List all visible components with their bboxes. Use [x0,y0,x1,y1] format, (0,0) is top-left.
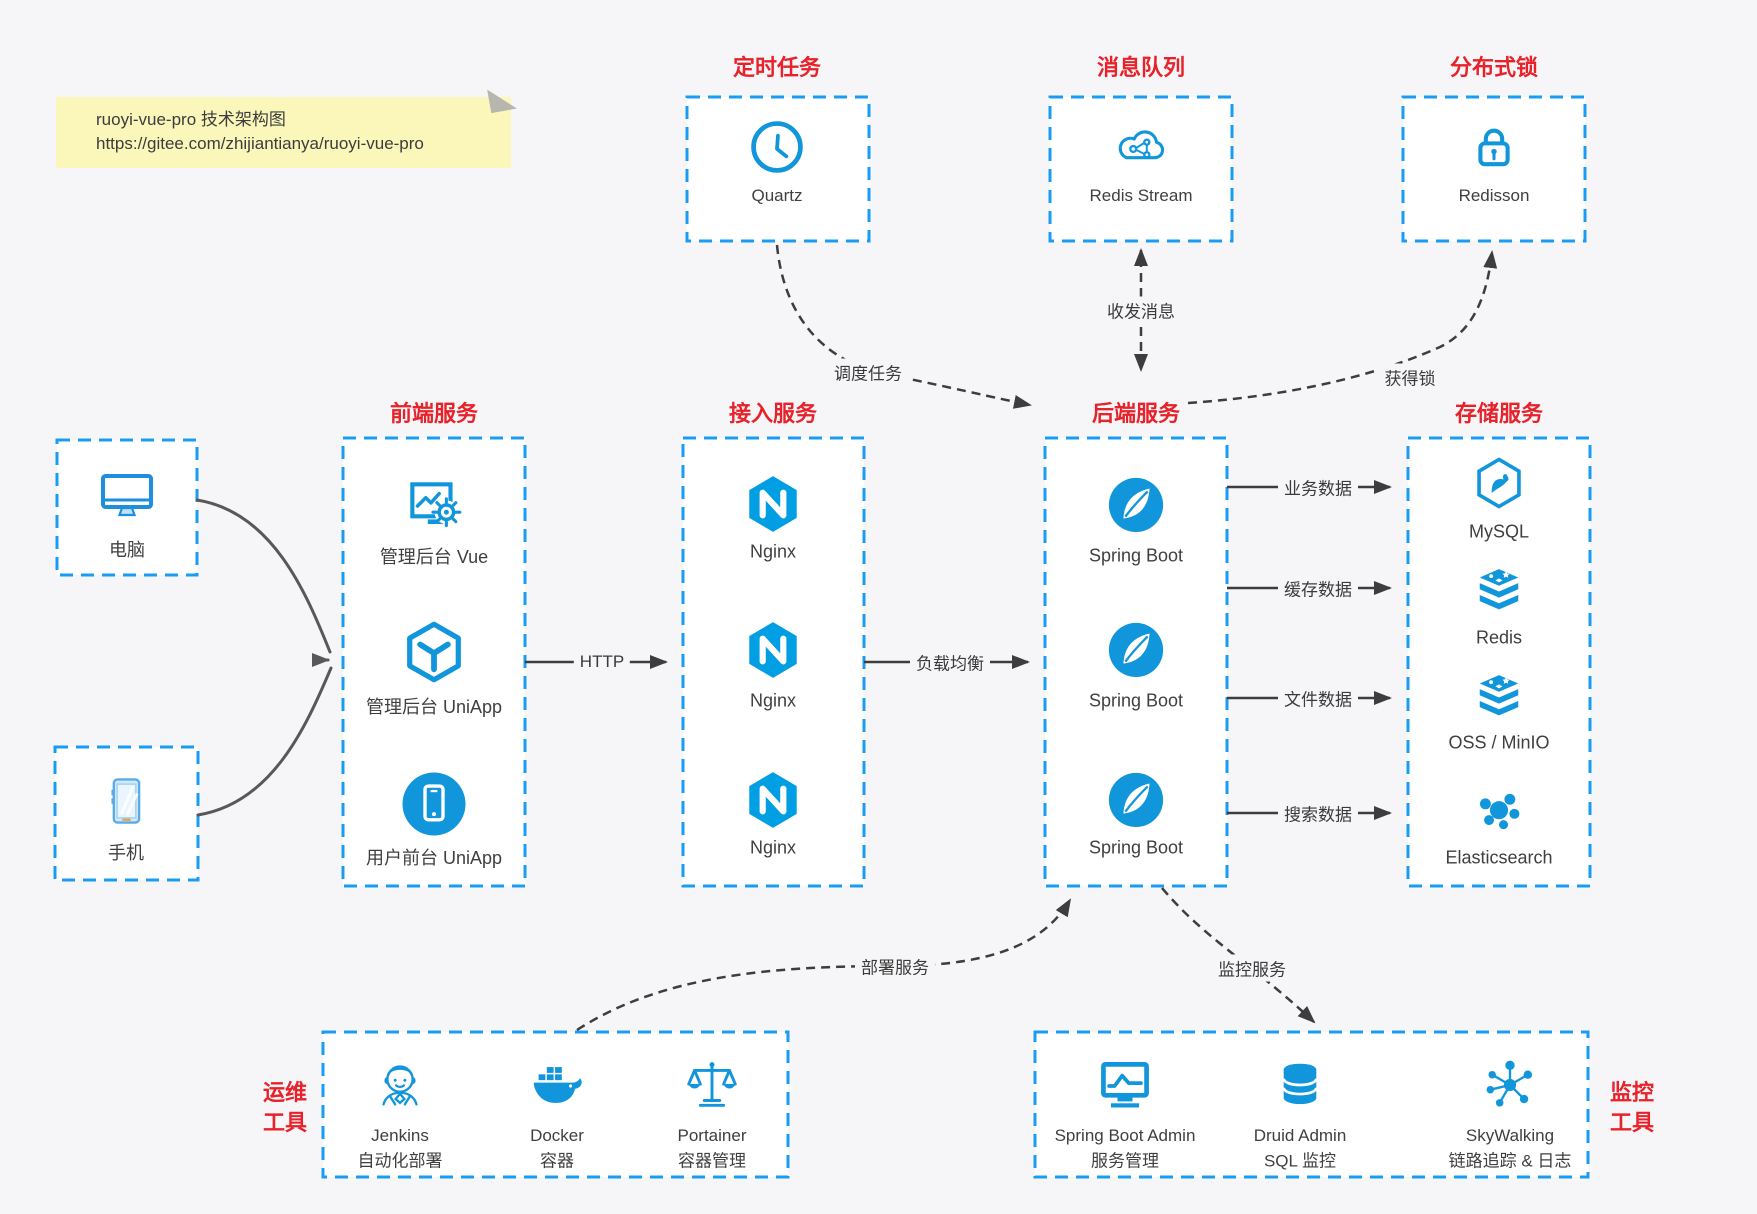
load-balance-edge-label: 负载均衡 [910,648,990,676]
portainer-label: Portainer [677,1126,747,1145]
ops-tools-side-title: 运维工具 [263,1078,307,1138]
redisson-lock-icon [1465,118,1523,176]
uniapp-cube-icon [397,615,471,689]
portainer-sub-label: 容器管理 [678,1151,746,1171]
jenkins-icon [369,1054,431,1116]
uniapp-admin-label: 管理后台 UniApp [365,697,503,717]
redis-label: Redis [1475,627,1523,648]
druid-label: Druid Admin [1253,1126,1347,1145]
nginx-label: Nginx [749,690,797,711]
spring-boot-label: Spring Boot [1088,837,1184,858]
vue-admin-label: 管理后台 Vue [379,547,489,567]
lock-edge-label: 获得锁 [1378,363,1442,391]
quartz-label: Quartz [751,186,803,205]
title-backend: 后端服务 [1091,401,1181,426]
spring-boot-admin-label: Spring Boot Admin [1054,1126,1196,1145]
pc-label: 电脑 [109,540,145,560]
deploy-arrow [576,898,1072,1032]
spring-boot-admin-icon [1095,1055,1155,1115]
redisson-box [1401,95,1587,243]
elasticsearch-icon [1470,783,1528,841]
monitoring-edge-label: 监控服务 [1212,954,1292,982]
nginx-label: Nginx [749,837,797,858]
spring-boot-icon [1105,474,1167,536]
redis-stream-cloud-icon [1110,116,1172,178]
spring-boot-label: Spring Boot [1088,545,1184,566]
skywalking-sub-label: 链路追踪 & 日志 [1448,1151,1572,1171]
monitor-tools-box [1033,1030,1590,1179]
phone-icon [96,771,156,831]
nginx-icon [740,617,806,683]
jenkins-label: Jenkins [371,1126,429,1145]
redisson-label: Redisson [1458,186,1530,205]
vue-admin-icon [401,473,467,539]
skywalking-label: SkyWalking [1465,1126,1555,1145]
spring-boot-admin-sub-label: 服务管理 [1091,1151,1159,1171]
monitor-side-line2: 工具 [1609,1110,1655,1135]
redis-stream-box [1048,95,1234,243]
nginx-label: Nginx [749,541,797,562]
jenkins-sub-label: 自动化部署 [357,1151,443,1171]
lock-arrow [1187,250,1498,405]
title-frontend: 前端服务 [389,401,479,426]
business-data-edge-label: 业务数据 [1278,473,1358,501]
mysql-label: MySQL [1468,521,1530,542]
desktop-icon [95,463,159,527]
redis-stream-label: Redis Stream [1089,186,1193,205]
oss-minio-label: OSS / MinIO [1448,732,1550,753]
mobile-label: 手机 [108,843,144,863]
quartz-clock-icon [747,117,807,177]
cache-data-edge-label: 缓存数据 [1278,574,1358,602]
spring-boot-label: Spring Boot [1088,690,1184,711]
elasticsearch-label: Elasticsearch [1445,847,1553,868]
uniapp-user-label: 用户前台 UniApp [365,848,503,868]
title-distributed-lock: 分布式锁 [1449,55,1539,80]
druid-icon [1271,1056,1329,1114]
docker-label: Docker [530,1126,584,1145]
note-url: https://gitee.com/zhijiantianya/ruoyi-vu… [96,134,424,153]
note-fold-corner [487,84,517,114]
monitor-tools-side-title: 监控工具 [1610,1078,1654,1138]
nginx-icon [740,471,806,537]
docker-icon [526,1054,588,1116]
search-data-edge-label: 搜索数据 [1278,799,1358,827]
title-scheduled-tasks: 定时任务 [732,55,822,80]
title-gateway: 接入服务 [728,401,818,426]
deploy-edge-label: 部署服务 [855,952,935,980]
sticky-note: ruoyi-vue-pro 技术架构图 https://gitee.com/zh… [56,84,517,168]
spring-boot-icon [1105,769,1167,831]
monitoring-arrow [1161,887,1316,1024]
spring-boot-icon [1105,619,1167,681]
ops-side-line1: 运维 [262,1080,308,1105]
message-edge-label: 收发消息 [1101,296,1181,324]
mysql-icon [1470,454,1528,512]
schedule-edge-label: 调度任务 [828,358,908,386]
http-edge-label: HTTP [573,651,631,673]
title-storage: 存储服务 [1454,401,1544,426]
docker-sub-label: 容器 [540,1151,574,1171]
redis-icon [1471,563,1527,619]
uniapp-user-icon [398,768,470,840]
druid-sub-label: SQL 监控 [1263,1151,1337,1171]
oss-minio-icon [1471,669,1527,725]
note-title: ruoyi-vue-pro 技术架构图 [96,110,286,129]
file-data-edge-label: 文件数据 [1278,684,1358,712]
ops-side-line2: 工具 [262,1110,308,1135]
nginx-icon [740,767,806,833]
portainer-icon [681,1054,743,1116]
skywalking-icon [1480,1055,1540,1115]
title-message-queue: 消息队列 [1096,55,1186,80]
client-arrows [195,498,333,817]
monitor-side-line1: 监控 [1609,1080,1655,1105]
